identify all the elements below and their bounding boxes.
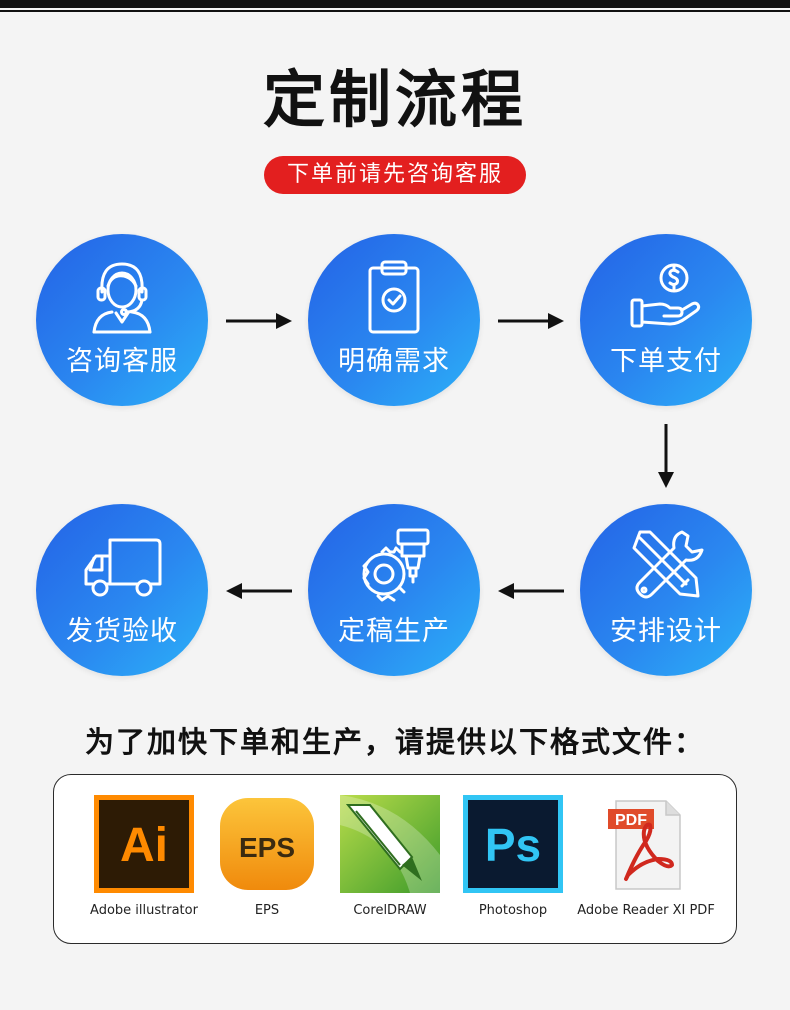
format-photoshop: Ps Photoshop [443,795,583,918]
consult-notice-badge: 下单前请先咨询客服 [264,156,526,194]
format-caption: Photoshop [478,903,548,918]
formats-heading: 为了加快下单和生产，请提供以下格式文件： [84,725,705,759]
step-label: 咨询客服 [66,346,178,377]
eps-logo-icon: EPS [217,795,317,893]
format-illustrator: Ai Adobe illustrator [74,795,214,918]
top-border-bar [0,0,790,8]
ai-logo-text: Ai [120,819,168,872]
format-pdf: PDF Adobe Reader XI PDF [576,795,716,918]
coreldraw-logo-icon [340,795,440,893]
step-consult: 咨询客服 [36,234,208,406]
step-label: 下单支付 [610,346,722,377]
file-formats-panel: Ai Adobe illustrator EPS EPS [53,774,737,944]
format-caption: Adobe Reader XI PDF [577,903,715,918]
arrow-left-icon [498,583,564,599]
eps-logo-text: EPS [239,832,295,863]
format-coreldraw: CorelDRAW [320,795,460,918]
hand-dollar-coin-icon [630,263,701,328]
gear-machine-icon [362,528,430,602]
format-eps: EPS EPS [197,795,337,918]
arrow-right-icon [226,313,292,329]
arrow-right-icon [498,313,564,329]
page-title: 定制流程 [262,63,527,136]
step-clarify: 明确需求 [308,234,480,406]
step-deliver: 发货验收 [36,504,208,676]
step-produce: 定稿生产 [308,504,480,676]
step-pay: 下单支付 [580,234,752,406]
format-caption: CorelDRAW [353,903,427,918]
arrow-down-icon [658,424,674,488]
delivery-truck-icon [84,538,162,597]
illustrator-logo-icon: Ai [94,795,194,893]
format-caption: Adobe illustrator [90,903,198,918]
step-design: 安排设计 [580,504,752,676]
step-label: 明确需求 [338,346,450,377]
pdf-document-icon: PDF [596,795,696,893]
step-label: 定稿生产 [338,616,450,647]
pencil-wrench-icon [632,530,704,599]
customer-service-headset-icon [92,262,152,334]
pdf-logo-text: PDF [615,812,647,829]
arrow-left-icon [226,583,292,599]
format-caption: EPS [254,903,280,918]
top-border-line [0,10,790,12]
clipboard-check-icon [368,260,420,334]
ps-logo-text: Ps [485,819,541,871]
step-label: 安排设计 [610,616,722,647]
photoshop-logo-icon: Ps [463,795,563,893]
step-label: 发货验收 [66,616,178,647]
